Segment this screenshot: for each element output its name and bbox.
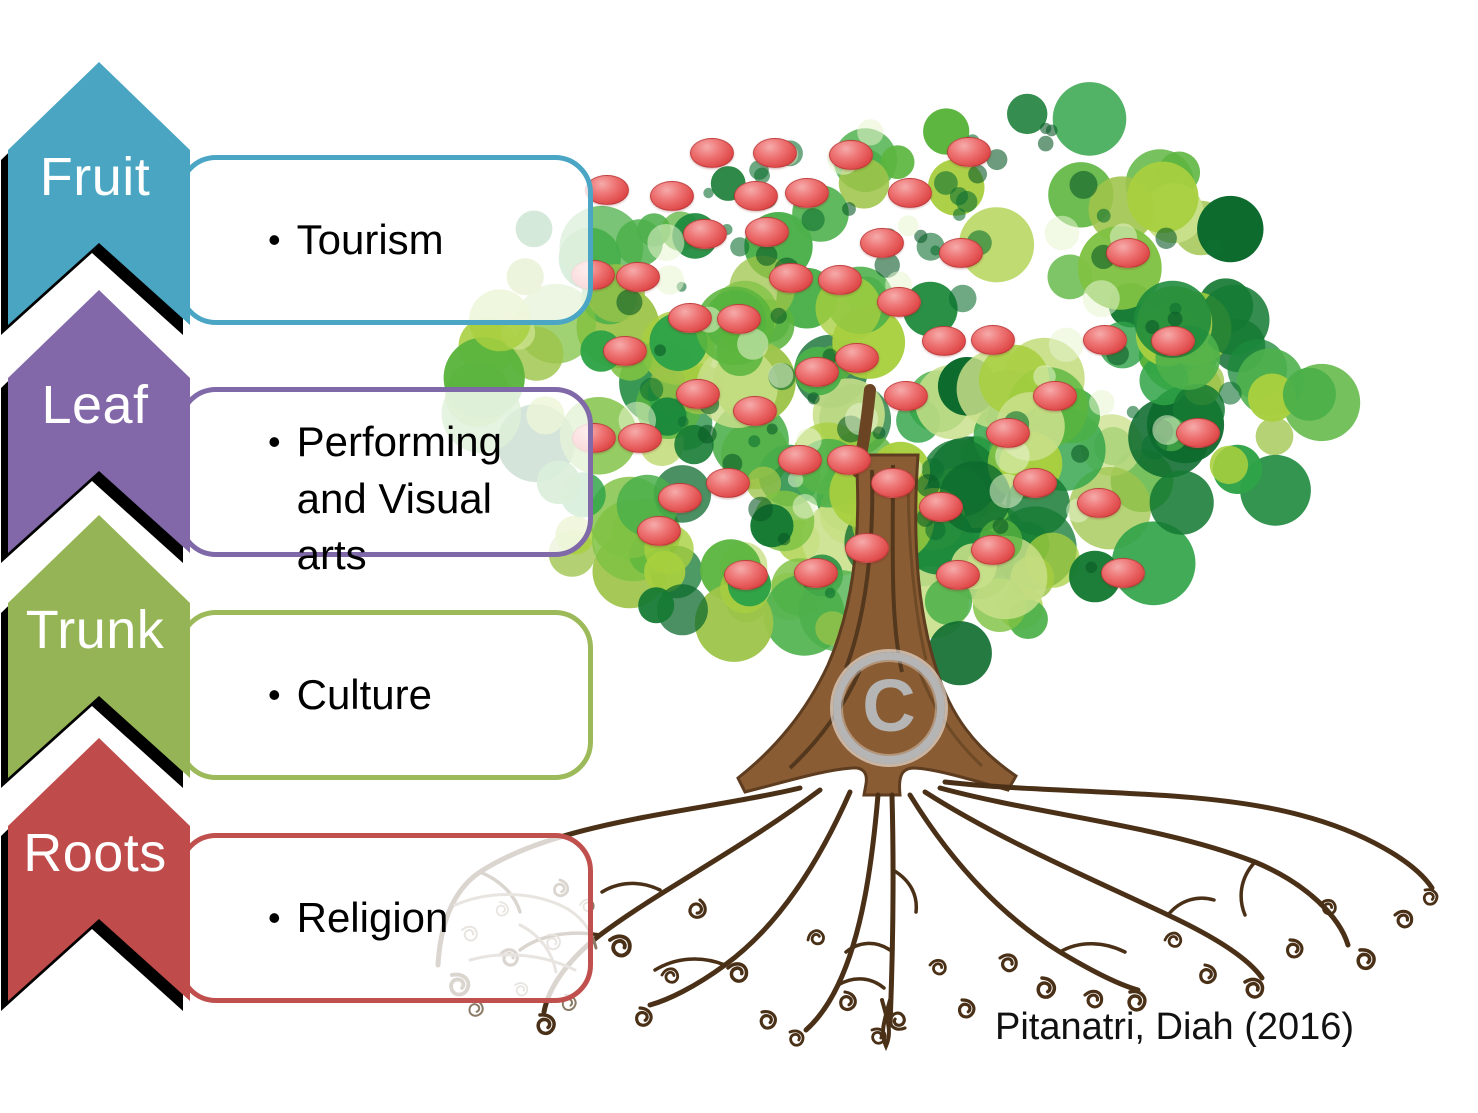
chevron-shape [8, 515, 190, 778]
box-item-label: Culture [296, 670, 433, 718]
bullet-glyph: • [268, 218, 281, 260]
chevron-leaf: Leaf [0, 288, 196, 566]
info-box-religion: • Religion [178, 833, 593, 1003]
chevron-label: Trunk [25, 600, 165, 660]
chevron-label: Leaf [41, 375, 149, 435]
attribution-text: Pitanatri, Diah (2016) [995, 1006, 1355, 1048]
chevron-label: Fruit [39, 147, 151, 207]
tree-roots [435, 779, 1440, 1052]
box-item-label: Tourism [296, 215, 444, 263]
bullet-glyph: • [268, 673, 281, 715]
info-box-performing-arts: • Performing and Visual arts [178, 387, 593, 578]
chevron-shape [8, 62, 190, 325]
chevron-fruit: Fruit [0, 60, 196, 338]
info-box-tourism: • Tourism [178, 155, 593, 325]
chevron-roots: Roots [0, 736, 196, 1014]
info-box-culture: • Culture [178, 610, 593, 780]
box-text: • Tourism [268, 212, 444, 269]
bullet-glyph: • [268, 421, 281, 462]
box-text: • Performing and Visual arts [268, 414, 553, 584]
bullet-glyph: • [268, 896, 281, 938]
chevron-trunk: Trunk [0, 513, 196, 791]
copyright-letter: C [862, 664, 916, 747]
chevron-shape [8, 290, 190, 553]
copyright-watermark-icon: C [833, 652, 945, 764]
box-text: • Culture [268, 667, 432, 724]
box-item-label: Performing and Visual arts [296, 418, 503, 579]
chevron-shape [8, 738, 190, 1001]
box-text: • Religion [268, 890, 448, 947]
box-item-label: Religion [296, 893, 449, 941]
chevron-label: Roots [23, 823, 167, 883]
